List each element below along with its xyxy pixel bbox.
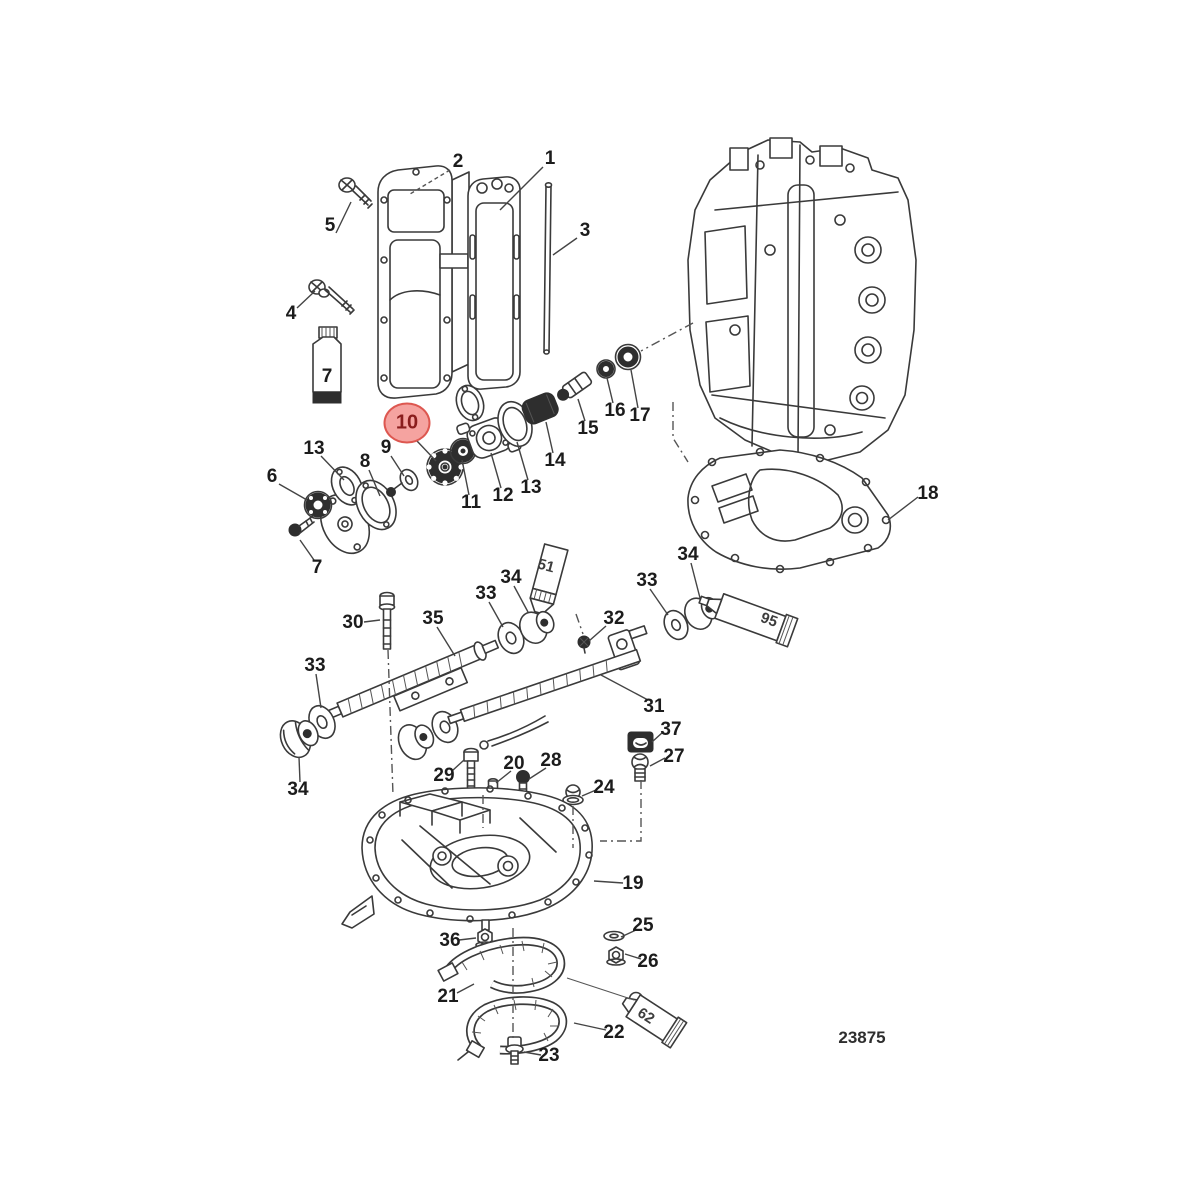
pump-cover-6	[303, 490, 371, 555]
base-gasket-18	[687, 447, 892, 574]
sealant-tube-7	[312, 326, 342, 404]
bolt-5	[338, 177, 373, 209]
bolt-4	[308, 279, 355, 315]
gasket-8	[355, 479, 397, 531]
washer-33-upper	[497, 621, 525, 655]
bolt-23	[505, 1036, 524, 1065]
washer-33-right	[663, 609, 689, 641]
exhaust-cover-2	[377, 165, 470, 399]
adapter-plate-19	[341, 785, 593, 931]
bolt-29	[463, 747, 479, 790]
rod-3	[543, 182, 553, 355]
washer-25	[603, 930, 625, 942]
sealant-tube-62	[621, 991, 688, 1049]
bolt-washer-9	[386, 468, 419, 497]
bolt-7	[288, 515, 315, 537]
drawing-number: 23875	[838, 1028, 886, 1047]
hose-22	[457, 996, 568, 1061]
alignment-lines	[387, 322, 694, 1038]
seal-17	[614, 343, 642, 371]
engine-block	[687, 137, 917, 463]
bracket-31	[447, 625, 648, 750]
bushing-34-left	[279, 720, 319, 759]
nut-26	[606, 946, 626, 966]
seal-16	[596, 359, 616, 379]
nut-32	[577, 635, 591, 654]
plug-24	[562, 784, 584, 806]
exhaust-gasket-1	[467, 176, 521, 390]
leader-lines	[278, 166, 919, 1056]
bushing-34-mid	[397, 724, 435, 761]
sensor-15	[557, 371, 593, 401]
bolt-30	[378, 591, 396, 650]
shaft-35	[322, 639, 500, 721]
sealant-tube-95	[698, 592, 799, 648]
bushing-34-upper	[518, 610, 555, 644]
plug-27	[631, 753, 649, 782]
grommet-14	[521, 392, 559, 425]
clip-37	[627, 731, 654, 753]
hose-21	[437, 936, 566, 994]
